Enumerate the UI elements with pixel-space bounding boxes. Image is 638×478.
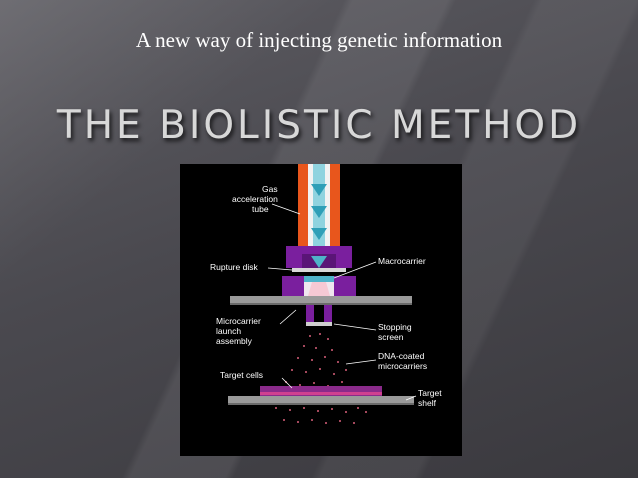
- leader-gas: [271, 203, 301, 215]
- tube-arrow-2: [311, 206, 327, 218]
- label-microcarrier-1: Microcarrier: [216, 316, 261, 326]
- leader-macrocarrier: [333, 261, 377, 279]
- label-target-cells: Target cells: [220, 370, 263, 380]
- target-cells: [260, 386, 382, 396]
- label-stopping-2: screen: [378, 332, 404, 342]
- tube-arrow-1: [311, 184, 327, 196]
- target-shelf: [228, 396, 414, 405]
- leader-target-shelf: [405, 395, 417, 401]
- microcarrier-spray: [275, 333, 367, 424]
- label-microcarrier-3: assembly: [216, 336, 253, 346]
- label-dna-1: DNA-coated: [378, 351, 425, 361]
- tube-arrow-3: [311, 228, 327, 240]
- rupture-disk: [292, 268, 346, 272]
- label-microcarrier-2: launch: [216, 326, 241, 336]
- label-dna-2: microcarriers: [378, 361, 427, 371]
- macrocarrier: [304, 276, 334, 282]
- stopping-stem-left: [306, 305, 314, 325]
- launch-left-block: [282, 276, 304, 296]
- leader-target-cells: [281, 377, 293, 389]
- leader-dna: [345, 359, 377, 365]
- target-dish: [260, 392, 382, 395]
- stopping-stem-right: [324, 305, 332, 325]
- leader-microcarrier: [279, 309, 297, 325]
- slide-subtitle: A new way of injecting genetic informati…: [135, 28, 503, 52]
- slide-title: THE BIOLISTIC METHOD: [56, 103, 582, 148]
- label-stopping-1: Stopping: [378, 322, 412, 332]
- leader-rupture: [267, 267, 293, 271]
- label-macrocarrier: Macrocarrier: [378, 256, 426, 266]
- launch-platform-shade: [230, 303, 412, 305]
- diagram-illustration: Gas acceleration tube Rupture disk Macro…: [210, 164, 442, 424]
- leader-stopping: [333, 323, 377, 331]
- launch-platform: [230, 296, 412, 305]
- rupture-arrow: [311, 256, 327, 268]
- label-gas-1: Gas: [262, 184, 278, 194]
- launch-right-block: [334, 276, 356, 296]
- biolistic-diagram: Gas acceleration tube Rupture disk Macro…: [180, 164, 462, 456]
- stopping-screen: [306, 322, 332, 326]
- label-target-shelf-1: Target: [418, 388, 442, 398]
- label-gas-2: acceleration: [232, 194, 278, 204]
- label-rupture-disk: Rupture disk: [210, 262, 258, 272]
- target-shelf-shade: [228, 403, 414, 405]
- label-target-shelf-2: shelf: [418, 398, 437, 408]
- chamber-fan: [308, 282, 330, 296]
- label-gas-3: tube: [252, 204, 269, 214]
